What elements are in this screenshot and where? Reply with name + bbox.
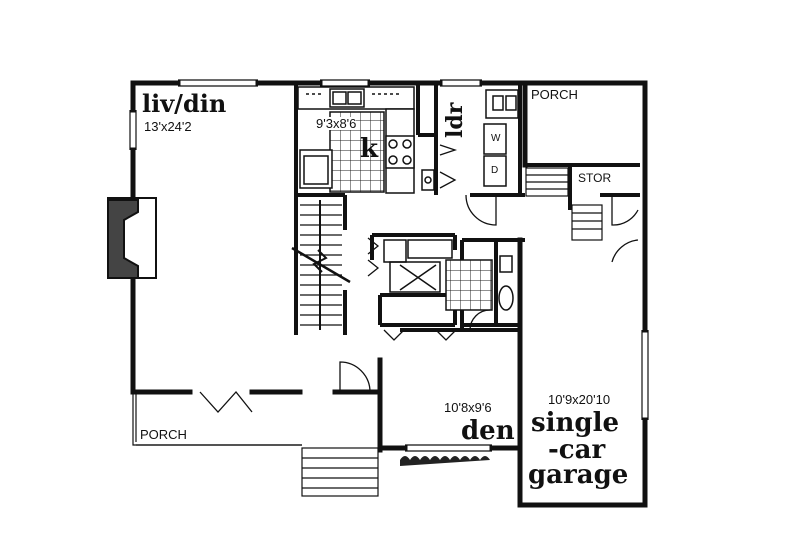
den-size: 10'8x9'6: [444, 400, 492, 415]
den-name: den: [461, 416, 515, 446]
laundry-name: ldr: [442, 102, 468, 138]
shrubs: [400, 456, 490, 466]
garage-name-line2: -car: [548, 435, 606, 465]
fireplace: [107, 197, 157, 279]
interior-walls: [294, 85, 640, 335]
garage-size: 10'9x20'10: [548, 392, 611, 407]
garage-name-line1: single: [531, 408, 620, 438]
main-stairs: [291, 200, 351, 330]
living-dining-size: 13'x24'2: [144, 119, 192, 134]
porch-top-label: PORCH: [531, 87, 578, 102]
dryer-label: D: [491, 165, 499, 176]
windows: [129, 79, 649, 452]
storage-label: STOR: [578, 171, 612, 185]
steps: [301, 167, 603, 497]
porch-front-label: PORCH: [140, 427, 187, 442]
washer-label: W: [491, 133, 501, 144]
laundry-fixtures: [421, 89, 519, 191]
kitchen-name: k: [360, 134, 379, 164]
doors: [199, 144, 639, 413]
porch-lines: [132, 392, 302, 446]
closets: [383, 239, 514, 311]
kitchen-size: 9'3x8'6: [316, 116, 357, 131]
exterior-walls: [130, 80, 648, 508]
garage-name-line3: garage: [528, 460, 629, 490]
kitchen-fixtures: [297, 86, 415, 194]
living-dining-name: liv/din: [142, 89, 227, 118]
